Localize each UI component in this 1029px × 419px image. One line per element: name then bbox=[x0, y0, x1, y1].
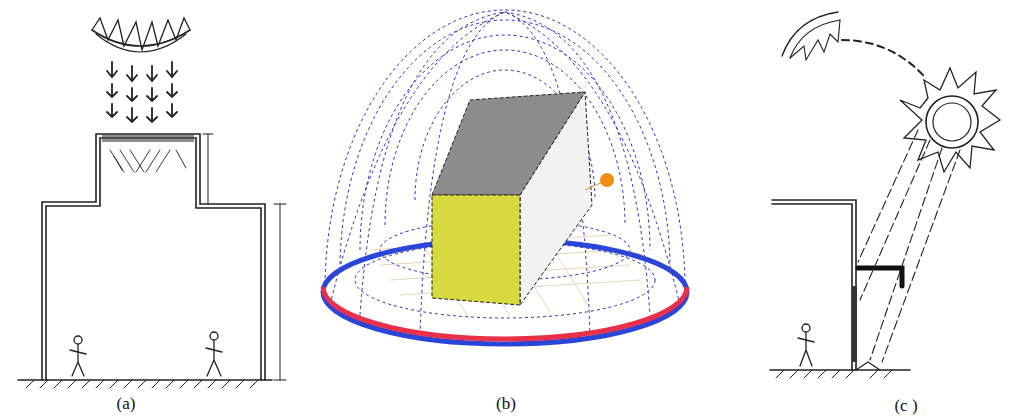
sun-path-dome bbox=[323, 10, 687, 344]
skylight-sketch bbox=[18, 18, 286, 388]
panel-label: (c ) bbox=[892, 396, 919, 416]
shading-sketch bbox=[770, 12, 1000, 378]
panel-label: (b) bbox=[494, 394, 518, 414]
panel-label: (a) bbox=[115, 394, 138, 414]
